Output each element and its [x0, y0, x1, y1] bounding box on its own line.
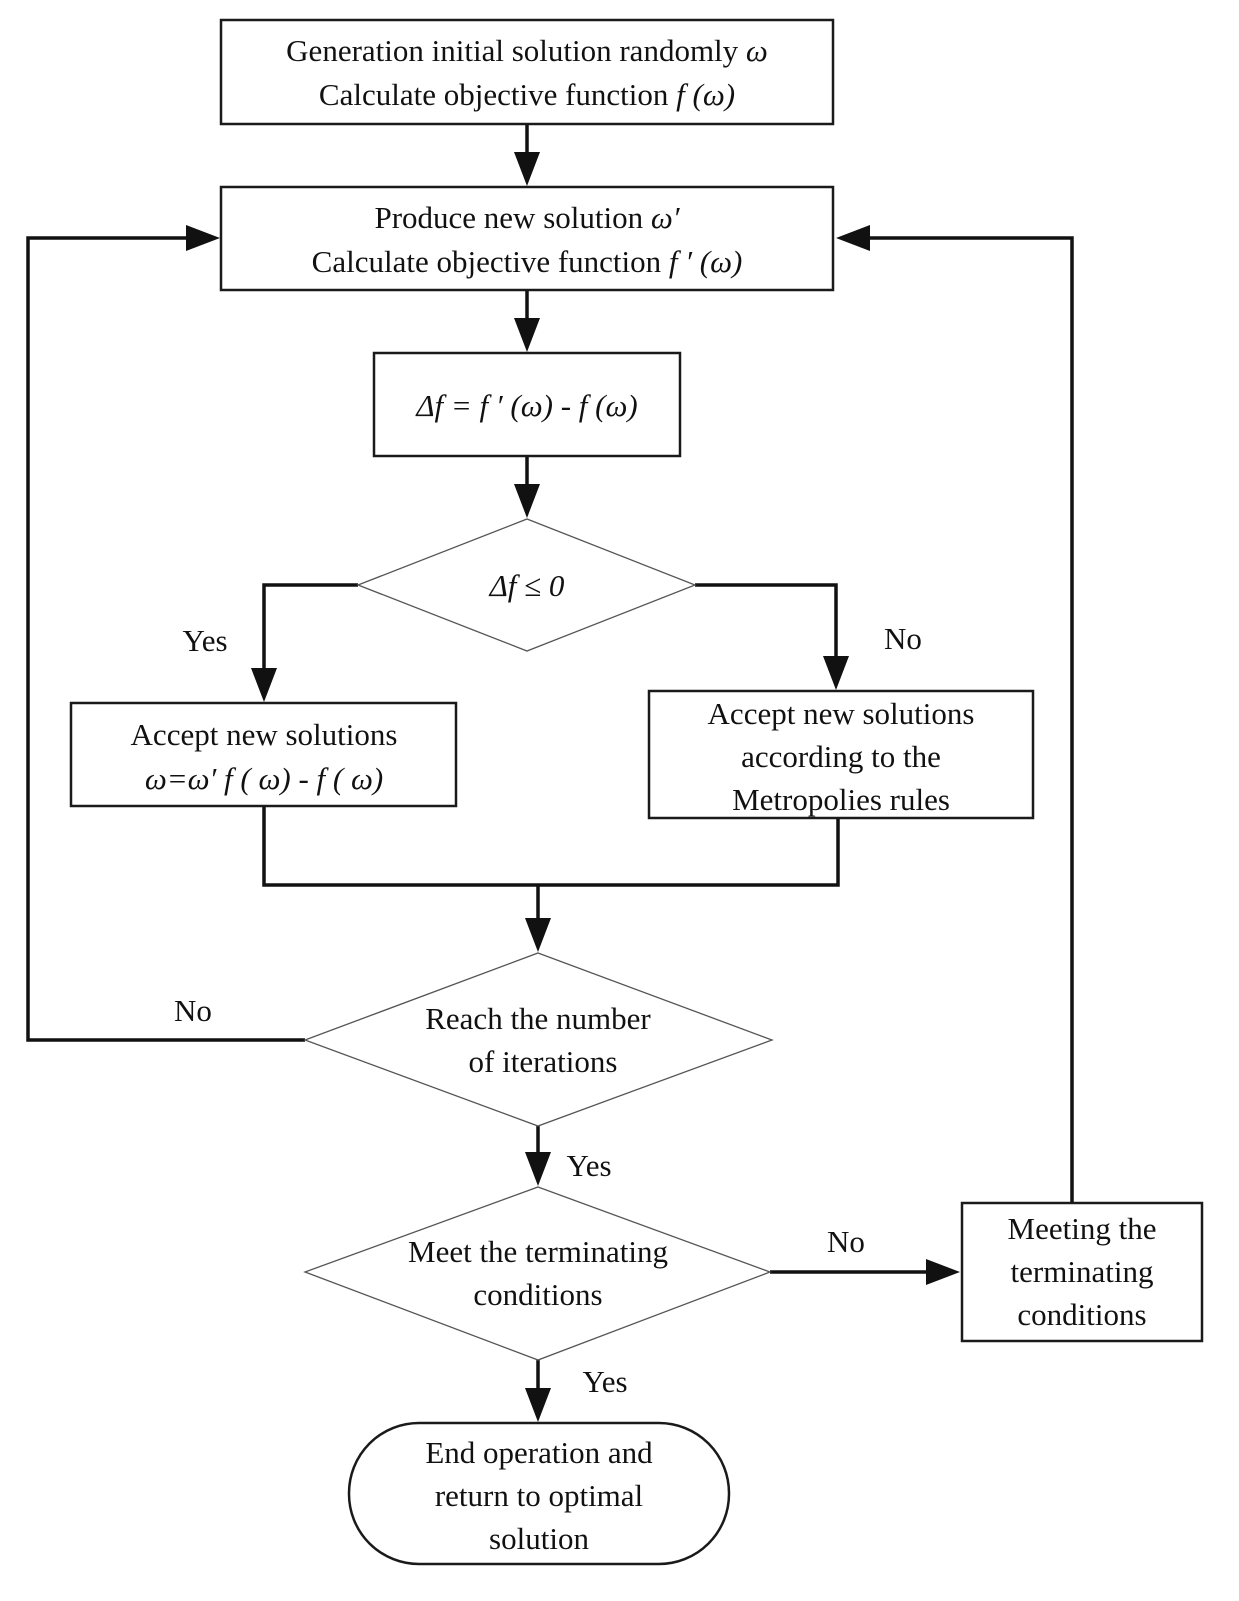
accept-direct-line2: ω=ω′ f ( ω) - f ( ω) [145, 761, 383, 796]
init-box: Generation initial solution randomly ω C… [219, 18, 835, 126]
delta-box: Δf = f ′ (ω) - f (ω) [372, 351, 682, 458]
edge-merge [262, 806, 840, 887]
edge-iter-no [26, 236, 305, 1042]
arrowhead-left [836, 225, 870, 251]
accept-metropolis-line2: according to the [741, 739, 941, 774]
label-delta-yes: Yes [182, 623, 227, 658]
label-term-yes: Yes [582, 1364, 627, 1399]
init-line2: Calculate objective function f (ω) [319, 77, 735, 112]
edge-meeting-loop [860, 236, 1074, 1203]
label-delta-no: No [884, 621, 922, 656]
produce-line2: Calculate objective function f ′ (ω) [312, 244, 743, 279]
produce-box: Produce new solution ω′ Calculate object… [219, 185, 835, 292]
label-term-no: No [827, 1224, 865, 1259]
meeting-line2: terminating [1011, 1254, 1154, 1289]
arrowhead-down [514, 484, 540, 518]
iterations-line2: of iterations [469, 1044, 618, 1079]
arrowhead-down [251, 668, 277, 702]
delta-formula: Δf = f ′ (ω) - f (ω) [414, 388, 637, 423]
edge-check-yes [262, 583, 358, 678]
accept-direct-box: Accept new solutions ω=ω′ f ( ω) - f ( ω… [69, 701, 458, 808]
init-line1: Generation initial solution randomly ω [286, 33, 768, 68]
arrowhead-down [514, 152, 540, 186]
end-line1: End operation and [425, 1435, 653, 1470]
label-iter-no: No [174, 993, 212, 1028]
meeting-line3: conditions [1017, 1297, 1146, 1332]
terminate-decision: Meet the terminating conditions [303, 1186, 772, 1361]
arrowhead-down [514, 318, 540, 352]
end-line3: solution [489, 1521, 589, 1556]
label-iter-yes: Yes [566, 1148, 611, 1183]
accept-direct-line1: Accept new solutions [131, 717, 398, 752]
terminate-line2: conditions [473, 1277, 602, 1312]
meeting-terminate-box: Meeting the terminating conditions [960, 1201, 1204, 1343]
delta-decision-text: Δf ≤ 0 [488, 568, 565, 603]
iterations-decision: Reach the number of iterations [303, 952, 774, 1127]
arrowhead-right [926, 1259, 960, 1285]
arrowhead-down [525, 1152, 551, 1186]
arrowhead-down [525, 1388, 551, 1422]
accept-metropolis-box: Accept new solutions according to the Me… [647, 689, 1035, 820]
delta-decision: Δf ≤ 0 [356, 518, 697, 652]
end-terminal: End operation and return to optimal solu… [347, 1421, 731, 1566]
arrowhead-down [525, 918, 551, 952]
terminate-line1: Meet the terminating [408, 1234, 668, 1269]
accept-metropolis-line3: Metropolies rules [732, 782, 950, 817]
connectors [26, 124, 1074, 1396]
arrowhead-down [823, 656, 849, 690]
arrowhead-right [186, 225, 220, 251]
edge-check-no [695, 583, 838, 665]
iterations-line1: Reach the number [425, 1001, 651, 1036]
arrowheads [186, 152, 960, 1422]
meeting-line1: Meeting the [1008, 1211, 1157, 1246]
accept-metropolis-line1: Accept new solutions [708, 696, 975, 731]
produce-line1: Produce new solution ω′ [374, 200, 680, 235]
end-line2: return to optimal [435, 1478, 643, 1513]
